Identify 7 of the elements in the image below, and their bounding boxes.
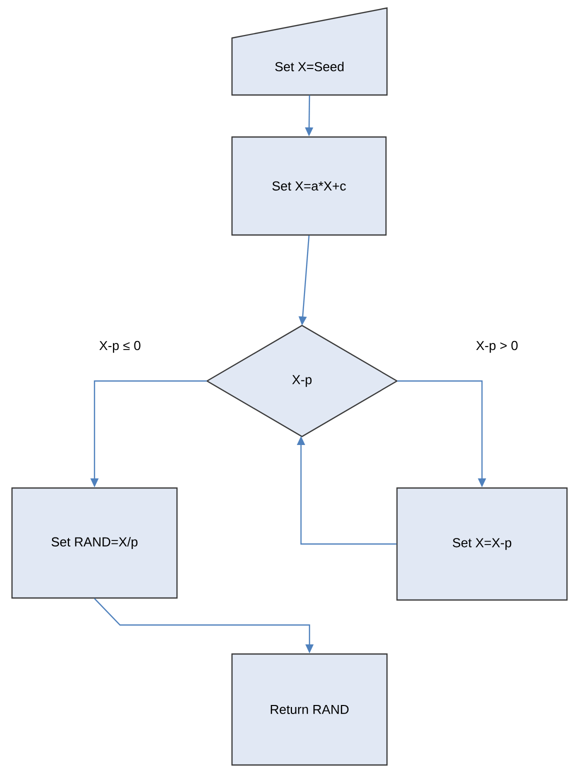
edge-label: X-p > 0: [474, 338, 520, 355]
process-box: Set X=a*X+c: [231, 136, 387, 236]
process-box: Return RAND: [231, 653, 388, 766]
process-box: Set X=X-p: [396, 487, 568, 601]
process-box: Set RAND=X/p: [11, 487, 178, 599]
manual-input-box: Set X=Seed: [231, 7, 388, 96]
edge-label: X-p ≤ 0: [97, 338, 143, 355]
